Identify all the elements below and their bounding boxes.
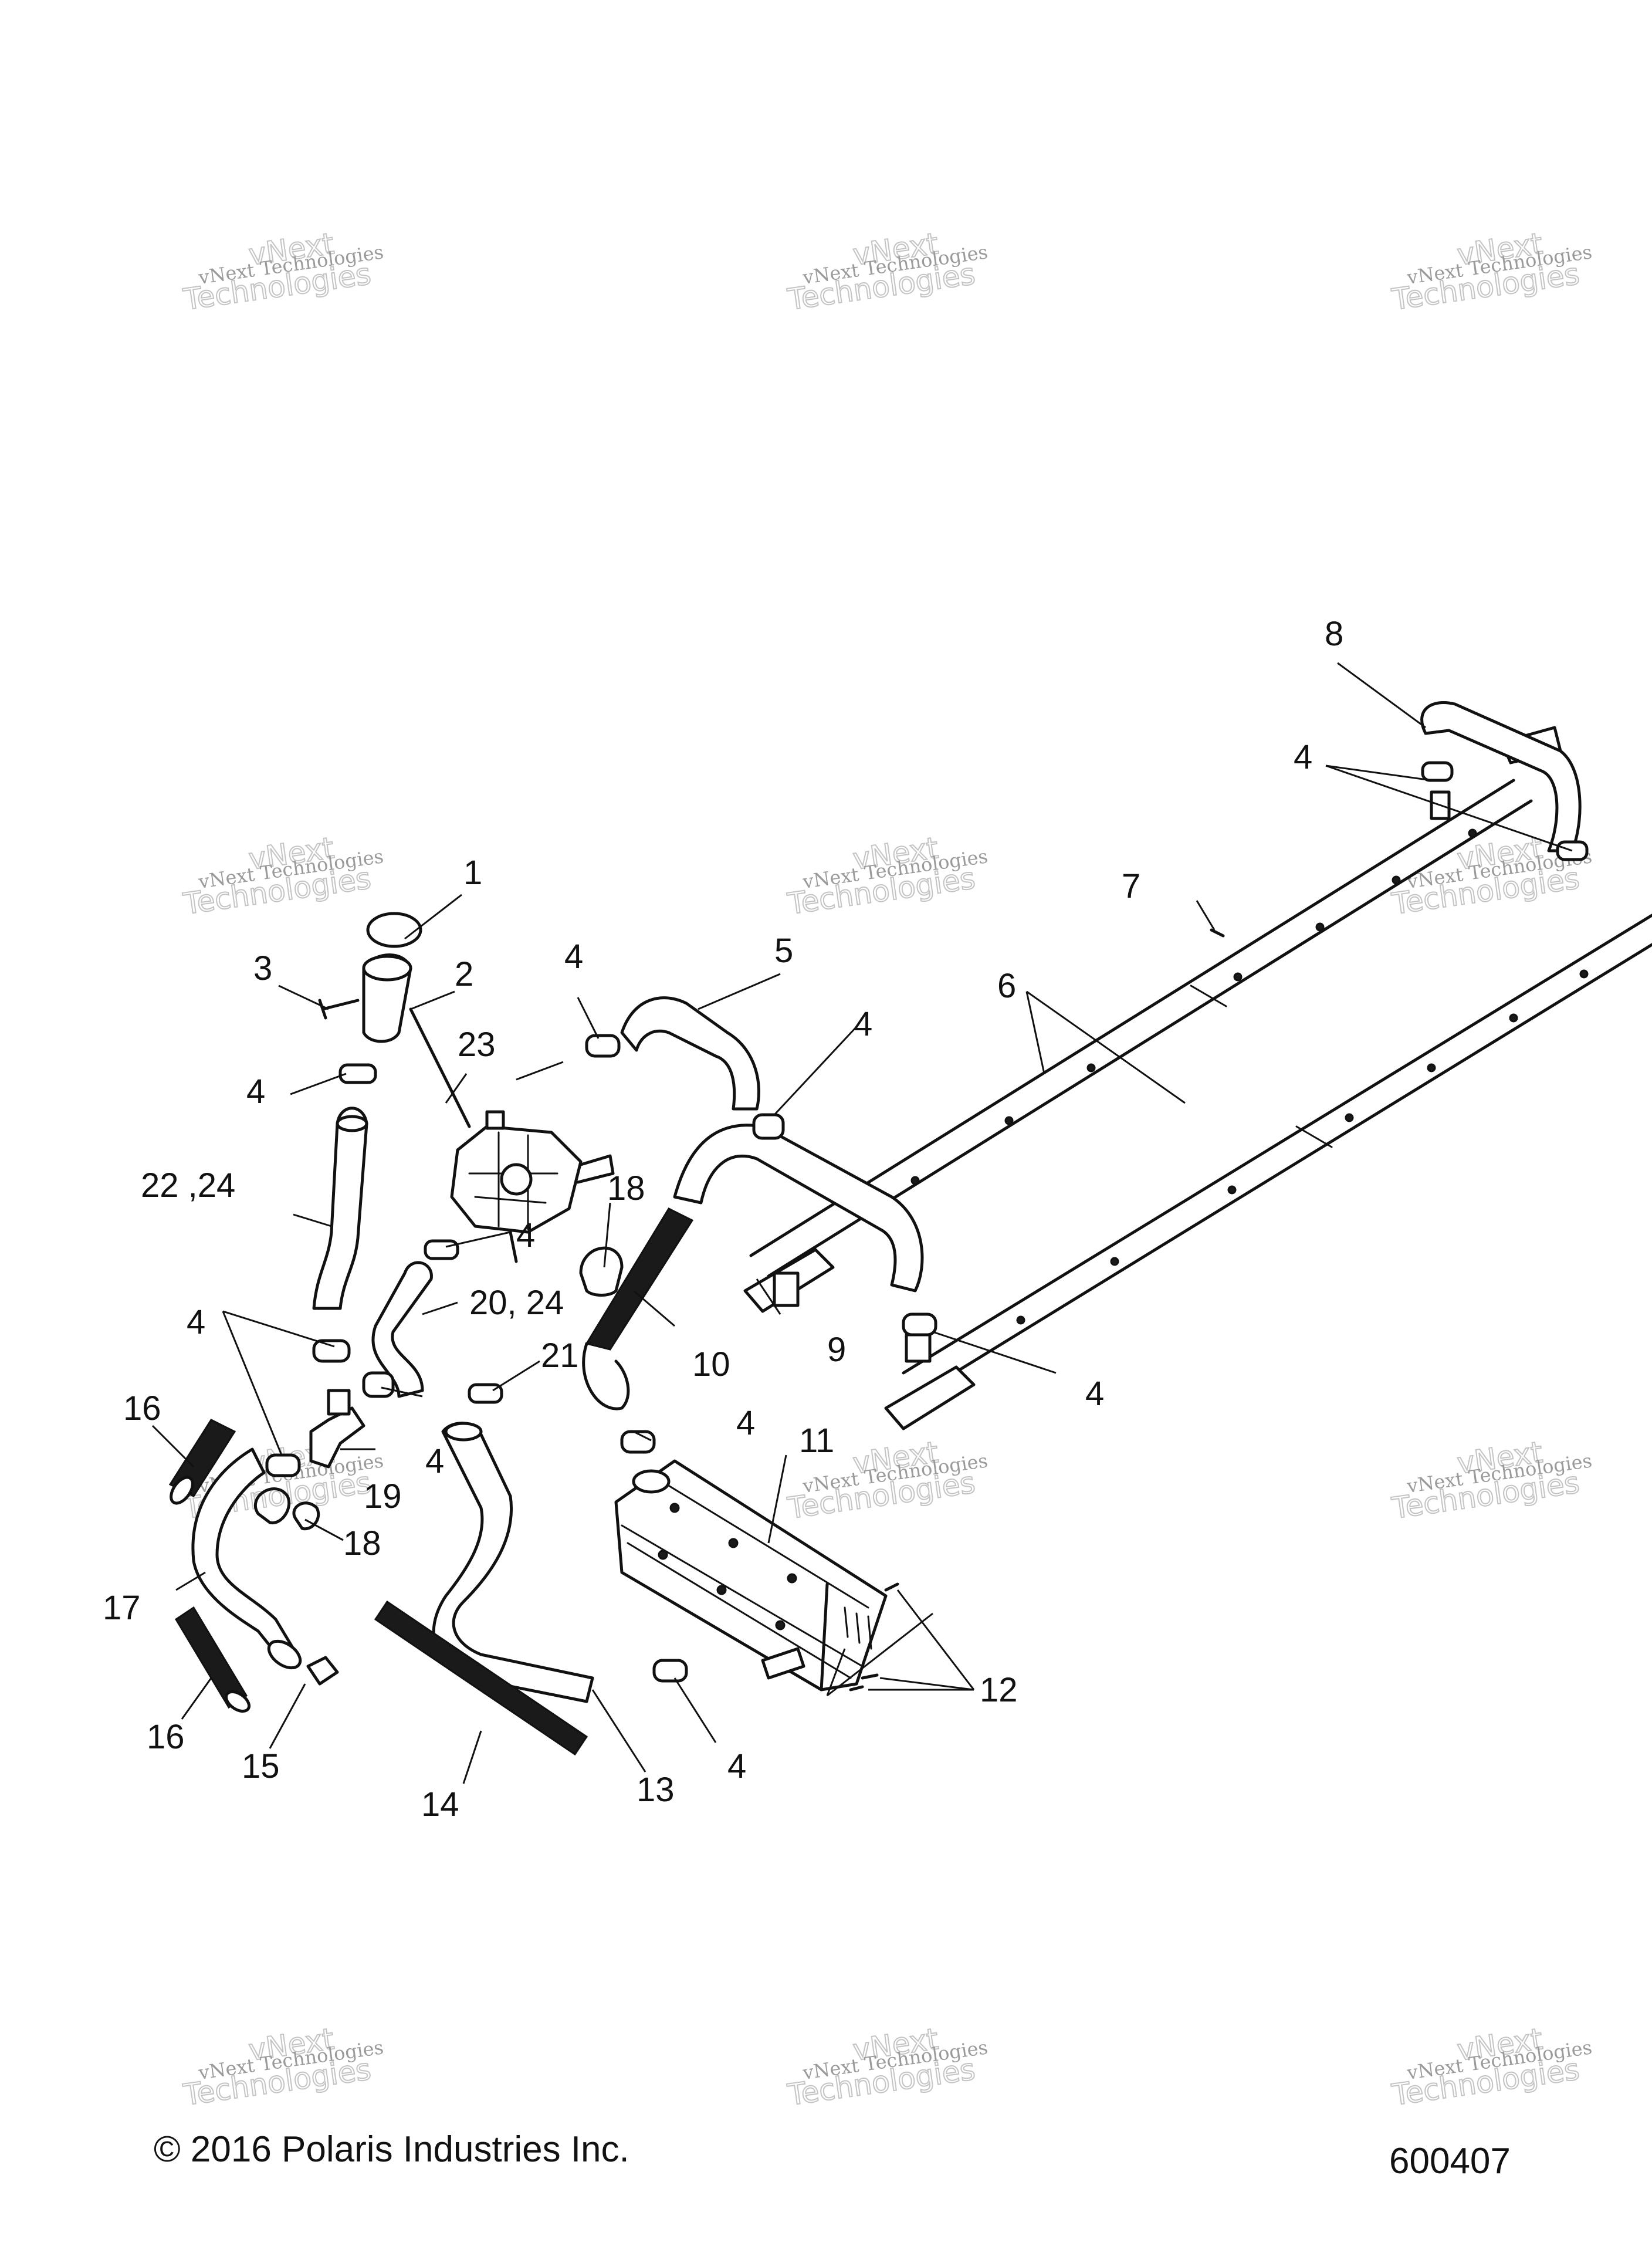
callout-4: 4 xyxy=(736,1404,755,1442)
callout-12: 12 xyxy=(980,1671,1018,1709)
hose-clamp xyxy=(424,1239,459,1260)
callout-22-24: 22 ,24 xyxy=(141,1166,235,1205)
callout-4: 4 xyxy=(425,1442,444,1480)
tee-fitting-19 xyxy=(309,1406,365,1469)
watermark-group: vNext Technologies vNext Technologies vN… xyxy=(181,226,1593,2113)
figure-number: 600407 xyxy=(1389,2141,1511,2181)
hose-22-24 xyxy=(312,1107,368,1310)
callout-9: 9 xyxy=(827,1331,846,1369)
callout-16: 16 xyxy=(147,1718,185,1756)
pump-shaft-23 xyxy=(409,1007,471,1128)
callout-4: 4 xyxy=(516,1216,535,1254)
copyright-notice: © 2016 Polaris Industries Inc. xyxy=(154,2129,629,2170)
water-pump-23 xyxy=(450,1110,615,1263)
callout-5: 5 xyxy=(774,932,793,970)
hose-clamp xyxy=(902,1312,937,1337)
watermark: vNext Technologies vNext Technologies xyxy=(181,2021,385,2113)
callout-13: 13 xyxy=(637,1771,675,1809)
watermark: vNext Technologies vNext Technologies xyxy=(181,226,385,317)
callout-8: 8 xyxy=(1325,615,1343,653)
hose-clamp-8a xyxy=(1421,761,1454,782)
callout-18: 18 xyxy=(343,1524,381,1562)
watermark: vNext Technologies vNext Technologies xyxy=(785,830,989,922)
callout-15: 15 xyxy=(242,1747,280,1785)
screw-7 xyxy=(1210,928,1225,938)
callout-4: 4 xyxy=(564,938,583,976)
callout-14: 14 xyxy=(421,1785,459,1824)
callout-20-24: 20, 24 xyxy=(469,1284,564,1322)
tube-stub xyxy=(905,1333,932,1363)
callout-11: 11 xyxy=(799,1422,834,1460)
corrugated-sleeve-14 xyxy=(374,1600,588,1756)
tube-stub xyxy=(773,1271,800,1307)
watermark: vNext Technologies vNext Technologies xyxy=(181,830,385,922)
callout-4: 4 xyxy=(727,1747,746,1785)
callout-23: 23 xyxy=(458,1026,496,1064)
hose-clamp xyxy=(620,1430,656,1454)
hose-clamp xyxy=(265,1453,301,1477)
hose-clamp xyxy=(585,1034,621,1058)
hose-13 xyxy=(432,1422,594,1703)
hose-5 xyxy=(620,996,760,1111)
callout-7: 7 xyxy=(1122,867,1140,905)
callout-4: 4 xyxy=(246,1073,265,1111)
hose-clamp xyxy=(338,1063,377,1084)
callout-3: 3 xyxy=(253,949,272,987)
hose-8 xyxy=(1420,701,1582,853)
callout-4: 4 xyxy=(1294,738,1312,776)
callout-19: 19 xyxy=(364,1477,402,1515)
watermark: vNext Technologies vNext Technologies xyxy=(1389,226,1593,317)
corrugated-sleeve-10 xyxy=(585,1207,694,1351)
hose-20-24 xyxy=(371,1261,433,1398)
hose-clamp xyxy=(752,1113,785,1140)
hose-10 xyxy=(582,1342,630,1410)
hose-clamp xyxy=(362,1371,395,1398)
hose-clamp xyxy=(312,1339,351,1363)
screw-3 xyxy=(318,999,360,1020)
watermark: vNext Technologies vNext Technologies xyxy=(785,2021,989,2113)
watermark: vNext Technologies vNext Technologies xyxy=(1389,2021,1593,2113)
radiator-cap-1 xyxy=(366,912,422,948)
callout-17: 17 xyxy=(103,1589,141,1627)
screw-12b xyxy=(861,1673,879,1680)
callout-4: 4 xyxy=(187,1303,205,1341)
coolant-tube-lower xyxy=(902,914,1652,1395)
screw-12c xyxy=(849,1685,864,1692)
callout-1: 1 xyxy=(463,854,482,892)
callout-6: 6 xyxy=(997,967,1016,1005)
hose-9 xyxy=(673,1124,924,1293)
screw-12a xyxy=(884,1582,899,1592)
callout-18: 18 xyxy=(607,1169,645,1207)
tube-end-bracket xyxy=(743,726,1562,1430)
callout-16: 16 xyxy=(123,1389,161,1427)
callout-4: 4 xyxy=(1085,1375,1104,1413)
fitting-15 xyxy=(306,1656,339,1686)
watermark: vNext Technologies vNext Technologies xyxy=(1389,1435,1593,1526)
clamp-18 xyxy=(579,1246,624,1297)
callout-10: 10 xyxy=(692,1345,730,1383)
callout-2: 2 xyxy=(455,955,473,993)
callout-21: 21 xyxy=(541,1337,579,1375)
watermark: vNext Technologies vNext Technologies xyxy=(785,226,989,317)
heat-exchanger-11 xyxy=(614,1459,888,1692)
leader-lines xyxy=(151,662,1573,1784)
clamp-18b xyxy=(253,1487,291,1524)
callout-4: 4 xyxy=(854,1005,872,1043)
hose-clamp xyxy=(652,1659,688,1683)
coolant-tube-upper xyxy=(749,779,1533,1278)
